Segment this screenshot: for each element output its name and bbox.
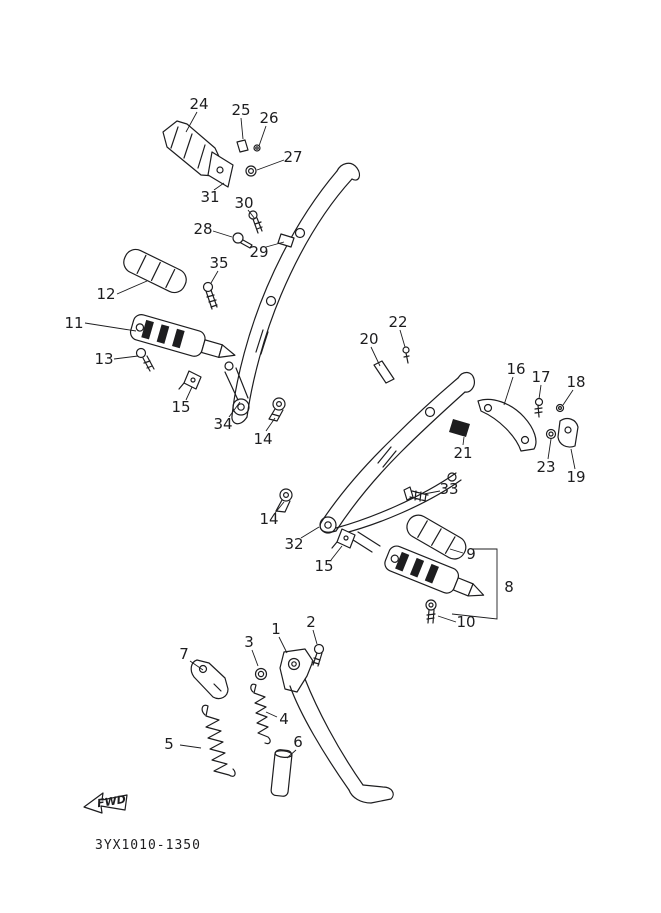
- callout-16: 16: [506, 360, 525, 378]
- callout-10: 10: [456, 613, 475, 631]
- callout-25: 25: [231, 101, 250, 119]
- callout-22: 22: [388, 313, 407, 331]
- leader-line-32: [300, 526, 320, 539]
- leader-line-10: [437, 615, 457, 623]
- leader-line-1: [278, 636, 288, 654]
- callout-7: 7: [179, 645, 189, 663]
- leader-line-19: [570, 448, 576, 470]
- leader-line-33: [423, 490, 441, 495]
- callout-24: 24: [189, 95, 208, 113]
- callout-9: 9: [466, 545, 476, 563]
- leader-line-17: [538, 384, 542, 400]
- leader-line-4: [265, 711, 278, 718]
- center-fasteners-group: [275, 346, 470, 549]
- leader-line-12: [116, 280, 148, 295]
- callout-15: 15: [171, 398, 190, 416]
- leader-line-9: [449, 548, 464, 554]
- fwd-label: FWD: [96, 793, 126, 810]
- leader-line-16: [503, 376, 514, 406]
- callout-6: 6: [293, 733, 303, 751]
- upper-fasteners-group: [202, 210, 295, 310]
- leader-line-28: [212, 230, 233, 238]
- leader-line-31: [213, 182, 225, 191]
- callout-3: 3: [244, 633, 254, 651]
- leader-line-29: [265, 241, 285, 248]
- callout-21: 21: [453, 444, 472, 462]
- leader-line-34: [228, 401, 241, 418]
- callout-31: 31: [200, 188, 219, 206]
- left-footrest-group: [123, 248, 286, 422]
- leader-line-7: [189, 660, 204, 671]
- callout-14: 14: [253, 430, 272, 448]
- callout-19: 19: [566, 468, 585, 486]
- leader-line-18: [562, 389, 574, 406]
- leader-line-13: [113, 355, 139, 360]
- diagram-code: 3YX1010-1350: [95, 838, 201, 853]
- leader-line-23: [547, 438, 552, 460]
- leader-line-5: [179, 744, 202, 749]
- right-mount-group: [477, 397, 579, 452]
- callout-20: 20: [359, 330, 378, 348]
- leader-line-8: [451, 548, 498, 620]
- diagram-artwork: [83, 120, 579, 814]
- leader-line-30: [247, 209, 256, 220]
- callout-17: 17: [531, 368, 550, 386]
- fwd-arrow-icon: [83, 792, 128, 814]
- callout-13: 13: [94, 350, 113, 368]
- callout-18: 18: [566, 373, 585, 391]
- leader-line-11: [84, 322, 137, 332]
- callout-32: 32: [284, 535, 303, 553]
- callout-26: 26: [259, 109, 278, 127]
- callout-29: 29: [249, 243, 268, 261]
- leader-line-26: [258, 125, 267, 147]
- leader-line-15: [185, 386, 193, 401]
- leader-line-14: [274, 501, 285, 514]
- callout-33: 33: [439, 480, 458, 498]
- leader-line-6: [286, 749, 297, 759]
- leader-line-14: [265, 417, 276, 432]
- leader-line-2: [312, 629, 318, 645]
- callout-1: 1: [271, 620, 281, 638]
- side-stand-group: [190, 643, 394, 804]
- callout-15: 15: [314, 557, 333, 575]
- callout-5: 5: [164, 735, 174, 753]
- callout-23: 23: [536, 458, 555, 476]
- main-bracket-left: [224, 162, 361, 425]
- right-footrest-group: [384, 514, 485, 624]
- leader-line-35: [210, 270, 219, 284]
- callout-11: 11: [64, 314, 83, 332]
- leader-line-20: [370, 346, 381, 367]
- leader-line-22: [399, 329, 406, 348]
- leader-line-25: [240, 117, 244, 140]
- leader-line-15: [330, 545, 343, 561]
- callout-8: 8: [504, 578, 514, 596]
- callout-27: 27: [283, 148, 302, 166]
- callout-28: 28: [193, 220, 212, 238]
- leader-line-3: [251, 649, 259, 667]
- leader-line-21: [462, 436, 465, 446]
- callout-4: 4: [279, 710, 289, 728]
- callout-12: 12: [96, 285, 115, 303]
- center-bracket-group: [319, 371, 475, 553]
- leader-line-24: [185, 111, 198, 133]
- front-footpeg-group: [162, 120, 261, 188]
- callout-2: 2: [306, 613, 316, 631]
- leader-line-27: [256, 159, 285, 171]
- callout-30: 30: [234, 194, 253, 212]
- callout-34: 34: [213, 415, 232, 433]
- callout-35: 35: [209, 254, 228, 272]
- callout-14: 14: [259, 510, 278, 528]
